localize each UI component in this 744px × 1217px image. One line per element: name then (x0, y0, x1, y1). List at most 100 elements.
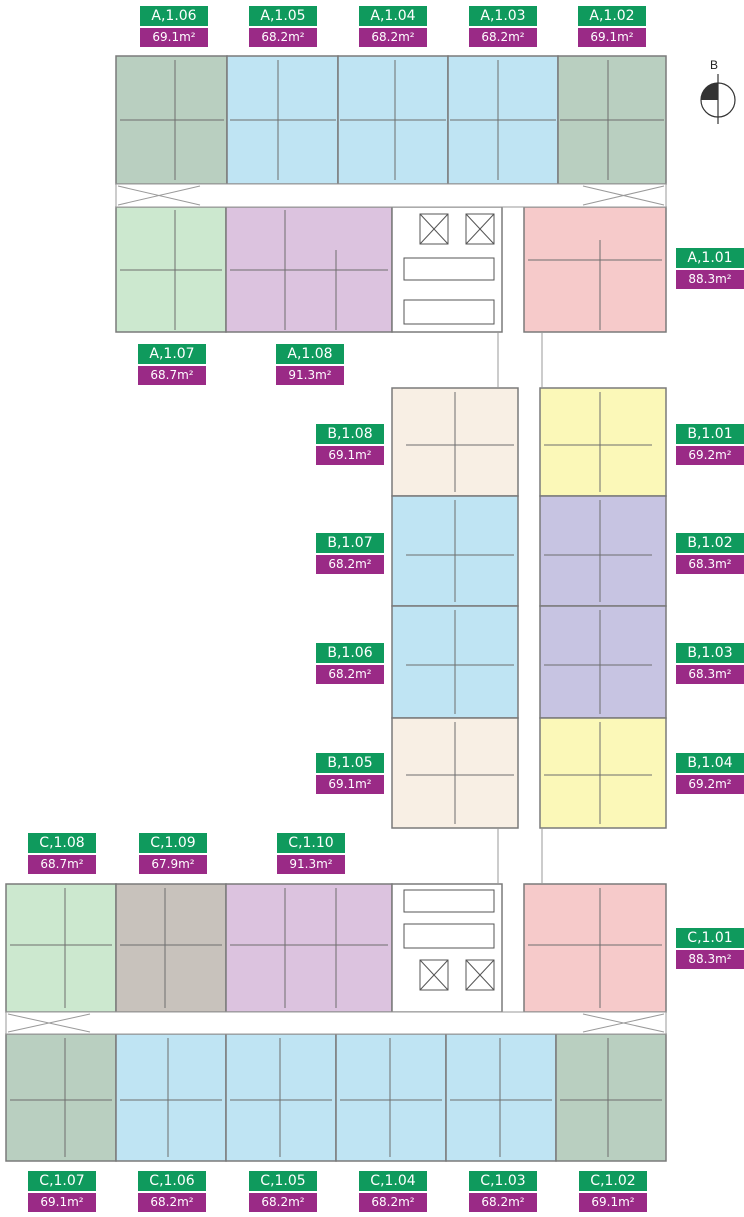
unit-B102-area[interactable] (539, 495, 667, 607)
unit-area: 69.1m² (578, 28, 646, 47)
unit-C110-label[interactable]: C,1.10 91.3m² (277, 833, 345, 874)
unit-area: 68.3m² (676, 555, 744, 574)
unit-area: 69.1m² (579, 1193, 647, 1212)
stair-core-A (403, 213, 495, 325)
unit-area: 68.2m² (316, 665, 384, 684)
unit-code: B,1.04 (676, 753, 744, 773)
unit-area: 69.1m² (316, 775, 384, 794)
unit-code: C,1.09 (139, 833, 207, 853)
unit-C107-label[interactable]: C,1.07 69.1m² (28, 1171, 96, 1212)
unit-A105-label[interactable]: A,1.05 68.2m² (249, 6, 317, 47)
unit-area: 68.2m² (138, 1193, 206, 1212)
unit-area: 67.9m² (139, 855, 207, 874)
unit-code: C,1.06 (138, 1171, 206, 1191)
unit-code: B,1.06 (316, 643, 384, 663)
unit-code: C,1.04 (359, 1171, 427, 1191)
unit-code: A,1.03 (469, 6, 537, 26)
unit-C101-area[interactable] (523, 883, 667, 1013)
unit-area: 68.2m² (249, 28, 317, 47)
unit-B102-label[interactable]: B,1.02 68.3m² (676, 533, 744, 574)
corridors (5, 183, 667, 1035)
unit-C110-area[interactable] (225, 883, 393, 1013)
unit-code: A,1.06 (140, 6, 208, 26)
unit-area: 68.2m² (469, 28, 537, 47)
core-A (391, 206, 503, 333)
unit-code: B,1.02 (676, 533, 744, 553)
unit-area: 69.2m² (676, 446, 744, 465)
unit-code: C,1.10 (277, 833, 345, 853)
unit-code: A,1.07 (138, 344, 206, 364)
unit-area: 88.3m² (676, 270, 744, 289)
unit-A104-label[interactable]: A,1.04 68.2m² (359, 6, 427, 47)
unit-C104-label[interactable]: C,1.04 68.2m² (359, 1171, 427, 1212)
unit-C109-label[interactable]: C,1.09 67.9m² (139, 833, 207, 874)
unit-C101-label[interactable]: C,1.01 88.3m² (676, 928, 744, 969)
unit-C105-area[interactable] (225, 1033, 337, 1162)
compass: B (698, 58, 738, 128)
unit-A108-label[interactable]: A,1.08 91.3m² (276, 344, 344, 385)
unit-code: B,1.05 (316, 753, 384, 773)
unit-code: C,1.01 (676, 928, 744, 948)
unit-area: 88.3m² (676, 950, 744, 969)
unit-B103-area[interactable] (539, 605, 667, 719)
unit-code: A,1.04 (359, 6, 427, 26)
unit-code: A,1.08 (276, 344, 344, 364)
unit-C108-label[interactable]: C,1.08 68.7m² (28, 833, 96, 874)
unit-A101-label[interactable]: A,1.01 88.3m² (676, 248, 744, 289)
unit-C106-area[interactable] (115, 1033, 227, 1162)
unit-C106-label[interactable]: C,1.06 68.2m² (138, 1171, 206, 1212)
unit-B103-label[interactable]: B,1.03 68.3m² (676, 643, 744, 684)
unit-C102-label[interactable]: C,1.02 69.1m² (579, 1171, 647, 1212)
unit-A103-label[interactable]: A,1.03 68.2m² (469, 6, 537, 47)
unit-area: 68.7m² (28, 855, 96, 874)
unit-code: C,1.07 (28, 1171, 96, 1191)
unit-B106-label[interactable]: B,1.06 68.2m² (316, 643, 384, 684)
unit-B101-area[interactable] (539, 387, 667, 497)
unit-area: 68.2m² (359, 1193, 427, 1212)
unit-B101-label[interactable]: B,1.01 69.2m² (676, 424, 744, 465)
unit-area: 91.3m² (277, 855, 345, 874)
stair-core-C (403, 889, 495, 991)
unit-code: A,1.05 (249, 6, 317, 26)
unit-code: A,1.02 (578, 6, 646, 26)
unit-code: C,1.08 (28, 833, 96, 853)
unit-A107-label[interactable]: A,1.07 68.7m² (138, 344, 206, 385)
unit-area: 69.2m² (676, 775, 744, 794)
unit-C107-area[interactable] (5, 1033, 117, 1162)
compass-icon (700, 74, 736, 124)
unit-B104-area[interactable] (539, 717, 667, 829)
unit-A101-area[interactable] (523, 206, 667, 333)
unit-code: B,1.01 (676, 424, 744, 444)
unit-code: B,1.08 (316, 424, 384, 444)
unit-C102-area[interactable] (555, 1033, 667, 1162)
unit-C108-area[interactable] (5, 883, 117, 1013)
interior-walls (10, 60, 664, 1157)
unit-area: 69.1m² (316, 446, 384, 465)
unit-area: 68.2m² (469, 1193, 537, 1212)
unit-area: 68.2m² (249, 1193, 317, 1212)
unit-code: B,1.03 (676, 643, 744, 663)
unit-C103-label[interactable]: C,1.03 68.2m² (469, 1171, 537, 1212)
unit-code: A,1.01 (676, 248, 744, 268)
unit-B105-label[interactable]: B,1.05 69.1m² (316, 753, 384, 794)
unit-area: 69.1m² (28, 1193, 96, 1212)
unit-code: C,1.02 (579, 1171, 647, 1191)
unit-area: 69.1m² (140, 28, 208, 47)
unit-area: 68.2m² (359, 28, 427, 47)
unit-area: 68.3m² (676, 665, 744, 684)
unit-B104-label[interactable]: B,1.04 69.2m² (676, 753, 744, 794)
unit-code: B,1.07 (316, 533, 384, 553)
unit-C103-area[interactable] (445, 1033, 557, 1162)
unit-area: 91.3m² (276, 366, 344, 385)
unit-code: C,1.03 (469, 1171, 537, 1191)
unit-B108-label[interactable]: B,1.08 69.1m² (316, 424, 384, 465)
unit-code: C,1.05 (249, 1171, 317, 1191)
unit-A102-label[interactable]: A,1.02 69.1m² (578, 6, 646, 47)
unit-area: 68.7m² (138, 366, 206, 385)
unit-A106-label[interactable]: A,1.06 69.1m² (140, 6, 208, 47)
unit-C104-area[interactable] (335, 1033, 447, 1162)
unit-C109-area[interactable] (115, 883, 227, 1013)
unit-C105-label[interactable]: C,1.05 68.2m² (249, 1171, 317, 1212)
